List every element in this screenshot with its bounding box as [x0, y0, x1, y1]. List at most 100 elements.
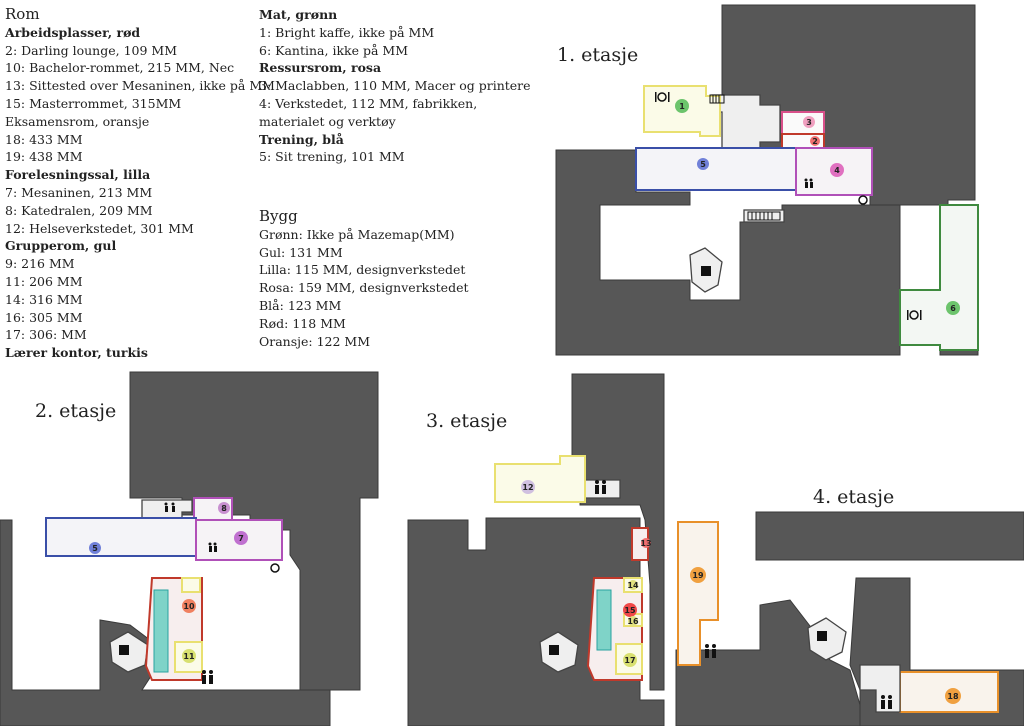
- floor-2-plan: [0, 371, 379, 726]
- marker-2: [810, 136, 820, 146]
- marker-14: [628, 580, 638, 590]
- legend-col1-row: 16: 305 MM: [5, 309, 83, 325]
- legend-col1-row: 9: 216 MM: [5, 256, 75, 272]
- bygg-row: Lilla: 115 MM, designverkstedet: [259, 262, 466, 278]
- legend-col1-row: 17: 306: MM: [5, 327, 87, 343]
- legend-col1-row: 14: 316 MM: [5, 291, 83, 307]
- toilet-icon: [804, 178, 813, 188]
- legend-col1-row: 13: Sittested over Mesaninen, ikke på MM: [5, 78, 275, 94]
- legend-col1-row: 19: 438 MM: [5, 149, 83, 165]
- legend-col1-row: Grupperom, gul: [5, 238, 117, 254]
- map-icons: [119, 92, 922, 709]
- legend-col2-row: 4: Verkstedet, 112 MM, fabrikken,: [259, 95, 478, 111]
- bygg-row: Rød: 118 MM: [259, 315, 346, 331]
- floor-4-building-north: [755, 511, 1024, 561]
- floor-label-4: 4. etasje: [813, 486, 895, 508]
- floor-4-plan: [675, 511, 1024, 726]
- room-turquoise-desks: [153, 589, 169, 673]
- legend-col1-row: 18: 433 MM: [5, 131, 83, 147]
- marker-2-label: 2: [812, 137, 818, 146]
- bygg-row: Oransje: 122 MM: [259, 333, 371, 349]
- room-4-outline: [795, 147, 873, 196]
- marker-3-label: 3: [806, 118, 812, 127]
- marker-16-label: 16: [627, 617, 639, 626]
- cafe-icon: [655, 92, 670, 102]
- legend-col2-row: 5: Sit trening, 101 MM: [259, 149, 405, 165]
- legend-col1-row: 10: Bachelor-rommet, 215 MM, Nec: [5, 60, 235, 76]
- marker-19-label: 19: [692, 571, 704, 580]
- stairs-icon: [747, 211, 781, 221]
- room-5-2-outline: [45, 517, 197, 557]
- marker-8: [218, 502, 230, 514]
- legend-col1-row: 8: Katedralen, 209 MM: [5, 202, 153, 218]
- category-legend: Mat, grønn 1: Bright kaffe, ikke på MM 6: …: [259, 6, 531, 166]
- room-12-outline: [494, 455, 586, 503]
- toilet-icon: [705, 644, 716, 658]
- marker-3: [803, 116, 815, 128]
- marker-11-label: 11: [183, 652, 195, 661]
- legend-col1-row: 11: 206 MM: [5, 273, 83, 289]
- marker-5: [697, 158, 709, 170]
- cafe-icon: [907, 310, 922, 320]
- toilet-icon: [208, 542, 217, 552]
- marker-18: [945, 688, 961, 704]
- marker-6: [946, 301, 960, 315]
- bygg-title: Bygg: [259, 207, 298, 225]
- marker-7-label: 7: [238, 534, 244, 543]
- marker-13-label: 13: [640, 539, 651, 548]
- marker-17: [623, 653, 637, 667]
- marker-5-2: [89, 542, 101, 554]
- legend-col1-row: 7: Mesaninen, 213 MM: [5, 184, 153, 200]
- legend-col2-row: Trening, blå: [259, 131, 344, 147]
- marker-19: [690, 567, 706, 583]
- bygg-row: Gul: 131 MM: [259, 244, 343, 260]
- bygg-row: Rosa: 159 MM, designverkstedet: [259, 280, 469, 296]
- legend-col1-row: 12: Helseverkstedet, 301 MM: [5, 220, 194, 236]
- building-legend: Bygg Grønn: Ikke på Mazemap(MM)Gul: 131 …: [259, 207, 469, 350]
- marker-15: [623, 603, 637, 617]
- marker-5-label: 5: [700, 160, 706, 169]
- floor-label-3: 3. etasje: [426, 410, 508, 432]
- marker-4: [830, 163, 844, 177]
- legend-col1-row: Lærer kontor, turkis: [5, 345, 148, 361]
- stair-tower-icon: [119, 266, 827, 655]
- marker-6-label: 6: [950, 304, 956, 313]
- floor-label-2: 2. etasje: [35, 400, 117, 422]
- room-6-outline: [899, 204, 979, 351]
- room-19-outline: [677, 521, 719, 666]
- legend-title: Rom: [5, 5, 40, 23]
- legend-col1-row: Forelesningssal, lilla: [5, 167, 151, 183]
- room-3-outline: [781, 111, 825, 135]
- toilet-icon: [202, 670, 213, 684]
- marker-17-label: 17: [624, 656, 635, 665]
- marker-12: [521, 480, 535, 494]
- legend-col2-row: materialet og verktøy: [259, 113, 396, 129]
- room-9-2-outline: [181, 577, 201, 593]
- marker-18-label: 18: [947, 692, 959, 701]
- marker-8-label: 8: [221, 504, 227, 513]
- legend-col2-row: Mat, grønn: [259, 7, 338, 22]
- marker-16: [628, 616, 638, 626]
- toilet-icon: [595, 480, 606, 494]
- marker-13: [641, 538, 651, 548]
- lift-icon: [270, 195, 868, 573]
- legend-col2-row: Ressursrom, rosa: [259, 60, 382, 76]
- marker-1-label: 1: [679, 102, 685, 111]
- floor-label-1: 1. etasje: [557, 44, 639, 66]
- toilet-icon: [881, 695, 892, 709]
- floor-1-plan: [555, 4, 979, 356]
- floor-4-building-south: [675, 599, 861, 726]
- room-5-outline: [635, 147, 797, 191]
- marker-1: [675, 99, 689, 113]
- legend-col1-row: 2: Darling lounge, 109 MM: [5, 42, 178, 58]
- legend-col2-row: 1: Bright kaffe, ikke på MM: [259, 24, 435, 40]
- marker-11: [182, 649, 196, 663]
- bygg-row: Blå: 123 MM: [259, 297, 342, 313]
- marker-5-2-label: 5: [92, 544, 98, 553]
- toilet-icon: [164, 502, 175, 512]
- legend-col2-row: 6: Kantina, ikke på MM: [259, 42, 408, 58]
- marker-12-label: 12: [522, 483, 533, 492]
- room-turquoise-desks-3: [596, 589, 612, 651]
- floor-3-plan: [407, 373, 665, 726]
